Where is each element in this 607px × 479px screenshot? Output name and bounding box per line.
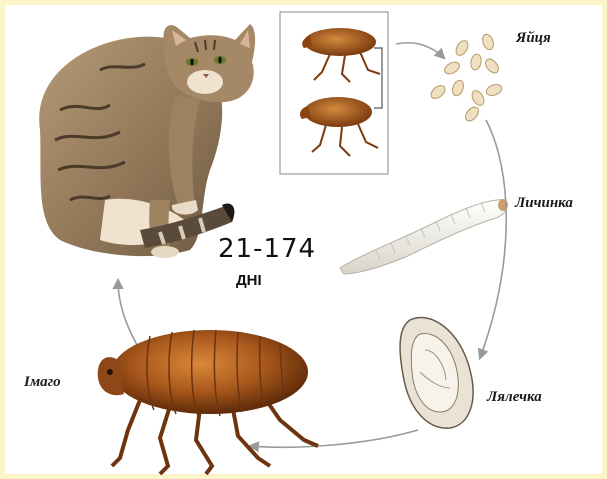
stage-label-adult: Імаго: [24, 374, 61, 391]
adult-fleas-panel: [280, 12, 388, 174]
cycle-duration-unit: ДНІ: [236, 272, 262, 289]
stage-label-larva: Личинка: [515, 195, 573, 212]
stage-label-eggs: Яйця: [516, 30, 551, 47]
cycle-duration-value: 21-174: [218, 234, 316, 264]
stage-label-pupa: Лялечка: [487, 389, 542, 406]
